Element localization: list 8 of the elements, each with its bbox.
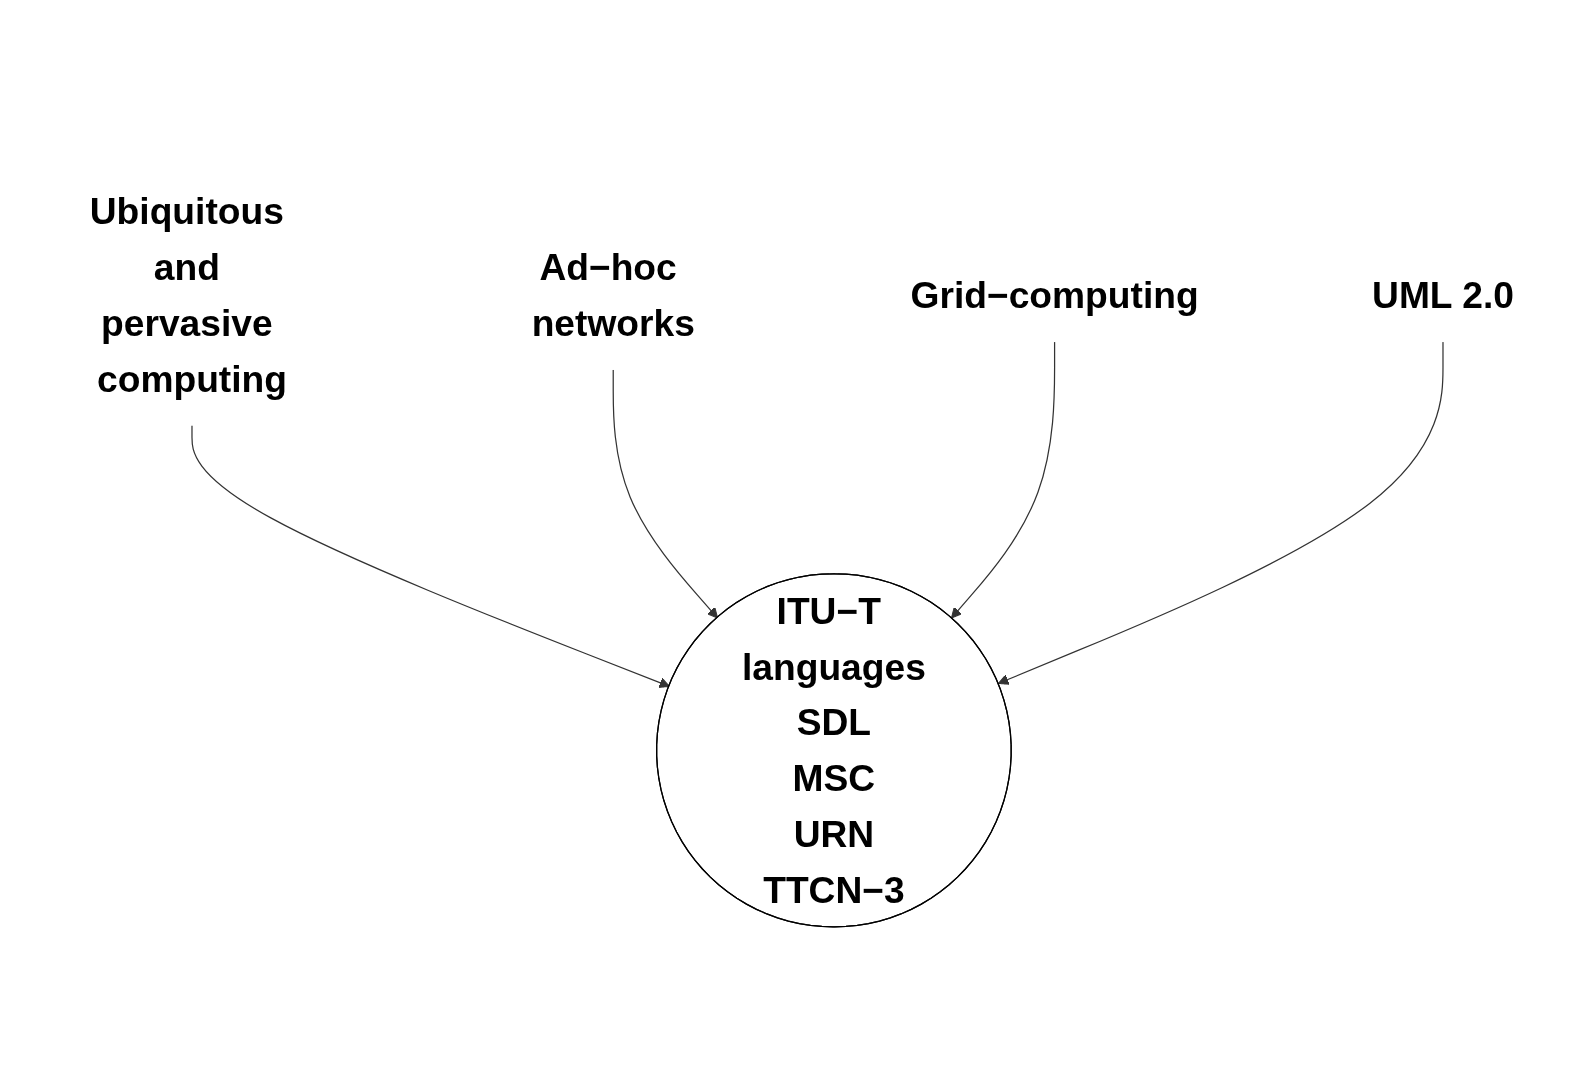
node-text: Ubiquitous and pervasive computing	[89, 191, 287, 400]
node-text: UML 2.0	[1372, 274, 1514, 316]
arrow	[191, 424, 670, 689]
arrow	[950, 340, 1056, 619]
node-text: Grid−computing	[910, 274, 1199, 316]
arrow	[997, 340, 1444, 685]
node-text: Ad−hoc networks	[531, 246, 695, 344]
arrow	[612, 368, 719, 619]
